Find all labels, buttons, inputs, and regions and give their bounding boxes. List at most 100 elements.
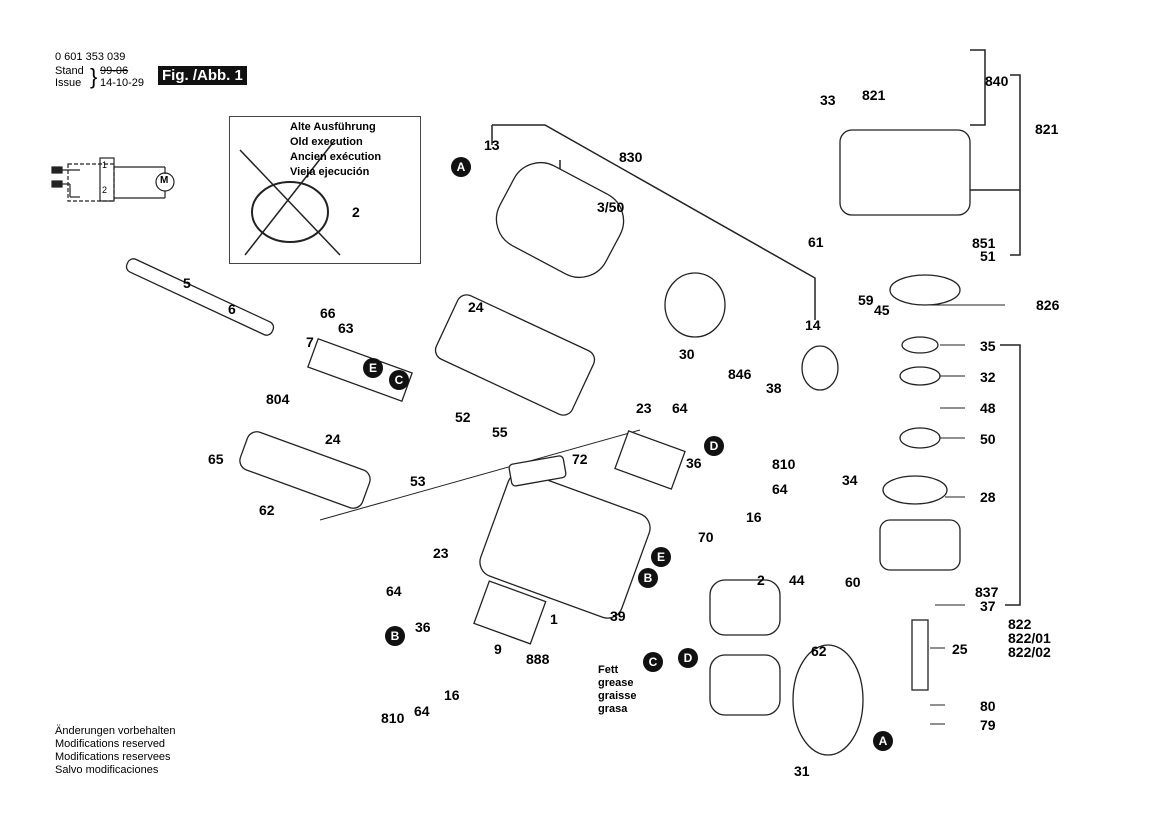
part-label-79[interactable]: 79 [980,717,996,733]
part-label-822-01[interactable]: 822/01 [1008,630,1051,646]
grease-line: Fett [598,664,619,676]
part-label-33[interactable]: 33 [820,92,836,108]
part-label-25[interactable]: 25 [952,641,968,657]
part-label-38[interactable]: 38 [766,380,782,396]
part-label-59[interactable]: 59 [858,292,874,308]
note-line: Modifications reservees [55,751,171,763]
field-coil-lower [709,654,781,716]
part-label-830[interactable]: 830 [619,149,643,165]
note-line: Modifications reserved [55,738,166,750]
part-label-52[interactable]: 52 [455,409,471,425]
part-label-821-group[interactable]: 821 [1035,121,1059,137]
part-label-30[interactable]: 30 [679,346,695,362]
part-label-64[interactable]: 64 [672,400,688,416]
handle-half-upper [434,294,596,416]
plug-pin-icon [51,180,63,188]
part-label-840[interactable]: 840 [985,73,1009,89]
switch-804 [307,337,413,403]
connector-badge-d: D [678,648,698,668]
part-label-822-02[interactable]: 822/02 [1008,644,1051,660]
part-label-2[interactable]: 2 [757,572,765,588]
connector-badge-a: A [873,731,893,751]
part-label-32[interactable]: 32 [980,369,996,385]
connector-badge-e: E [651,547,671,567]
spindle-25 [911,619,929,691]
part-label-48[interactable]: 48 [980,400,996,416]
air-guide-ring [792,644,864,756]
part-label-64-left[interactable]: 64 [386,583,402,599]
label-72 [508,455,567,487]
part-label-16[interactable]: 16 [746,509,762,525]
part-label-23[interactable]: 23 [636,400,652,416]
part-label-28[interactable]: 28 [980,489,996,505]
part-label-810-left[interactable]: 810 [381,710,405,726]
old-exec-line: Vieja ejecución [290,166,370,178]
plug-pin-icon [51,166,63,174]
part-label-64-bottom[interactable]: 64 [414,703,430,719]
part-label-39[interactable]: 39 [610,608,626,624]
part-label-61[interactable]: 61 [808,234,824,250]
part-label-13[interactable]: 13 [484,137,500,153]
part-label-810[interactable]: 810 [772,456,796,472]
part-label-53[interactable]: 53 [410,473,426,489]
part-number: 0 601 353 039 [55,51,126,63]
part-label-36[interactable]: 36 [686,455,702,471]
old-execution-text: Alte Ausführung Old execution Ancien exé… [290,120,381,180]
bearing-flange-822 [879,519,961,571]
part-label-851[interactable]: 851 [972,235,996,251]
part-label-888[interactable]: 888 [526,651,550,667]
part-label-7[interactable]: 7 [306,334,314,350]
part-label-3-50[interactable]: 3/50 [597,199,625,215]
part-label-62-right[interactable]: 62 [811,643,827,659]
old-exec-line: Old execution [290,136,363,148]
part-label-51[interactable]: 51 [980,248,996,264]
bracket-821 [968,49,1021,606]
circuit-diagram [51,157,175,202]
connector-badge-c: C [643,652,663,672]
part-label-9[interactable]: 9 [494,641,502,657]
bevel-gear [889,274,961,306]
part-label-63[interactable]: 63 [338,320,354,336]
part-label-1[interactable]: 1 [550,611,558,627]
part-label-60[interactable]: 60 [845,574,861,590]
part-label-65[interactable]: 65 [208,451,224,467]
part-label-80[interactable]: 80 [980,698,996,714]
modifications-note: Änderungen vorbehalten Modifications res… [55,725,175,777]
part-label-55[interactable]: 55 [492,424,508,440]
part-label-5[interactable]: 5 [183,275,191,291]
part-label-822[interactable]: 822 [1008,616,1032,632]
part-label-846[interactable]: 846 [728,366,752,382]
part-label-826[interactable]: 826 [1036,297,1060,313]
issue-value: 14-10-29 [100,77,145,89]
bearing-flange [664,272,726,338]
part-label-821[interactable]: 821 [862,87,886,103]
part-label-70[interactable]: 70 [698,529,714,545]
part-label-35[interactable]: 35 [980,338,996,354]
old-execution-crossout [239,139,341,256]
part-label-34[interactable]: 34 [842,472,858,488]
part-label-31[interactable]: 31 [794,763,810,779]
part-label-44[interactable]: 44 [789,572,805,588]
part-label-23-left[interactable]: 23 [433,545,449,561]
part-label-72[interactable]: 72 [572,451,588,467]
part-label-50[interactable]: 50 [980,431,996,447]
part-label-62[interactable]: 62 [259,502,275,518]
part-label-64-right[interactable]: 64 [772,481,788,497]
old-execution-box [229,116,421,264]
part-label-14[interactable]: 14 [805,317,821,333]
part-label-36-left[interactable]: 36 [415,619,431,635]
old-exec-line: Ancien exécution [290,151,382,163]
part-label-24[interactable]: 24 [468,299,484,315]
part-label-837[interactable]: 837 [975,584,999,600]
connector-badge-e: E [363,358,383,378]
part-label-37[interactable]: 37 [980,598,996,614]
part-label-45[interactable]: 45 [874,302,890,318]
gear-housing [839,129,971,216]
part-label-24-lower[interactable]: 24 [325,431,341,447]
part-label-804[interactable]: 804 [266,391,290,407]
label-9 [473,580,547,645]
part-label-66[interactable]: 66 [320,305,336,321]
part-shapes [125,129,971,756]
part-label-6[interactable]: 6 [228,301,236,317]
part-label-16-left[interactable]: 16 [444,687,460,703]
